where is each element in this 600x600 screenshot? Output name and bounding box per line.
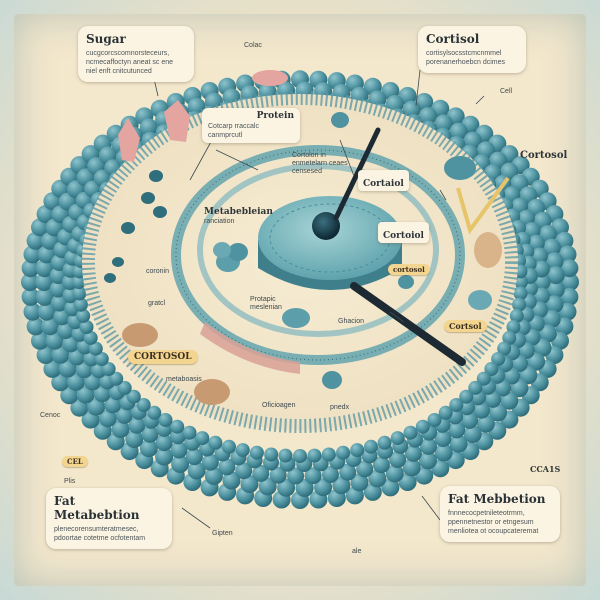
- cortaiol-center-tag: Cortaiol: [358, 170, 409, 191]
- cortisol-title: Cortisol: [426, 32, 518, 46]
- membrane-bead: [222, 440, 236, 454]
- membrane-bead: [208, 436, 222, 450]
- ghacion-label: Ghacion: [338, 318, 364, 325]
- membrane-bead: [308, 449, 322, 463]
- fat-metabolism-note-right: Fat Mebbetion fnnnecocpetnileteotrmm, pp…: [440, 486, 560, 542]
- membrane-bead: [428, 413, 442, 427]
- membrane-bead: [416, 420, 430, 434]
- membrane-bead: [364, 440, 378, 454]
- ofiacioagen-label: Oficioagen: [262, 402, 295, 409]
- fat-metabolism-body-left: plenecorensumteratmesec, pdoortae cotetm…: [54, 525, 164, 543]
- membrane-bead: [264, 448, 278, 462]
- plis-label: Plis: [64, 478, 75, 485]
- protein-body: Cotcarp rraccalc canmprcutl: [208, 122, 294, 140]
- membrane-bead: [322, 448, 336, 462]
- cortisol-body: cortisylsocsstcmcnmmel porenanerhoebcn d…: [426, 49, 518, 67]
- pnedx-label: pnedx: [330, 404, 349, 411]
- fat-metabolism-body-right: fnnnecocpetnileteotrmm, ppennetnestor or…: [448, 509, 552, 536]
- membrane-bead: [336, 446, 350, 460]
- colac-label: Colac: [244, 42, 262, 49]
- fat-metabolism-title-left: Fat Metabebtion: [54, 494, 164, 522]
- cortsol-pill: Cortsol: [444, 320, 487, 332]
- cortosol-big-pill: CORTOSOL: [128, 350, 198, 364]
- membrane-bead: [293, 449, 307, 463]
- ccals-label: CCA1S: [530, 464, 560, 474]
- membrane-bead: [236, 443, 250, 457]
- membrane-bead: [279, 449, 293, 463]
- protein-title: Protein: [208, 111, 294, 121]
- membrane-bead: [250, 446, 264, 460]
- fat-metabolism-title-right: Fat Mebbetion: [448, 492, 552, 506]
- cenoc-label: Cenoc: [40, 412, 60, 419]
- cortosol-small-pill: cortosol: [388, 264, 430, 275]
- cel-pill: CEL: [62, 456, 88, 467]
- protapic-label: Protapic meslenian: [250, 296, 282, 312]
- membrane-bead: [391, 431, 405, 445]
- fat-metabolism-note-left: Fat Metabebtion plenecorensumteratmesec,…: [46, 488, 172, 549]
- membrane-bead: [170, 420, 184, 434]
- sugar-note: Sugar cucgcorcscomnorsteceurs, ncmecaffo…: [78, 26, 194, 82]
- membrane-bead: [350, 443, 364, 457]
- sugar-body: cucgcorcscomnorsteceurs, ncmecaffoctyn a…: [86, 49, 186, 76]
- membrane-bead: [378, 436, 392, 450]
- gratcl-label: gratcl: [148, 300, 165, 307]
- cortosol-right-label: Cortosol: [520, 150, 567, 161]
- metaboasis-label: metaboasis: [166, 376, 202, 383]
- membrane-bead: [195, 431, 209, 445]
- sugar-title: Sugar: [86, 32, 186, 46]
- giplen-label: Gipten: [212, 530, 233, 537]
- coronin-label: coronin: [146, 268, 169, 275]
- membrane-bead: [404, 426, 418, 440]
- cortoiol-mid-tag: Cortoiol: [378, 222, 429, 243]
- metabolism-inner-label: Metabebleian ranciation: [204, 208, 273, 226]
- ale-label: ale: [352, 548, 361, 555]
- cortolon-label: Cortolon in enmetelarn ceaes censesed: [292, 152, 348, 176]
- cortisol-note-top-right: Cortisol cortisylsocsstcmcnmmel porenane…: [418, 26, 526, 73]
- cell-label: Cell: [500, 88, 512, 95]
- protein-note: Protein Cotcarp rraccalc canmprcutl: [202, 108, 300, 143]
- membrane-bead: [183, 426, 197, 440]
